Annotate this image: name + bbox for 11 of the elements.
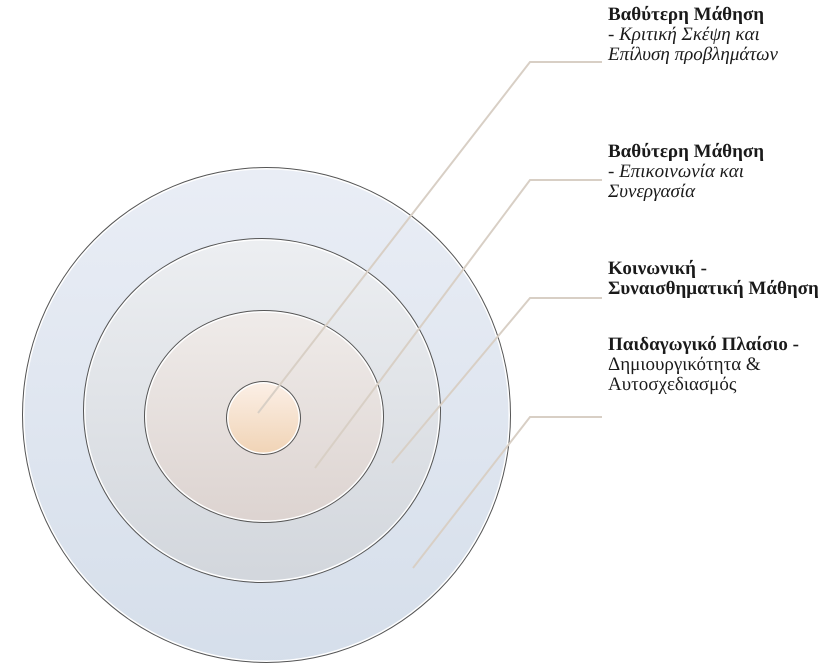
label-heading: Βαθύτερη Μάθηση xyxy=(608,142,766,162)
label-text: Δημιουργικότητα & Αυτοσχεδιασμός xyxy=(608,355,762,395)
leader-line xyxy=(314,179,602,469)
leader-line xyxy=(391,297,602,464)
label-text: - Κριτική Σκέψη και Επίλυση προβλημάτων xyxy=(608,25,779,65)
label-heading: Βαθύτερη Μάθηση xyxy=(608,5,766,25)
leader-line xyxy=(257,61,602,414)
label-heading: Κοινωνική - Συναισθηματική Μάθηση xyxy=(608,259,820,299)
label-text: - Επικοινωνία και Συνεργασία xyxy=(608,162,746,202)
leader-line xyxy=(412,416,602,569)
label-heading: Παιδαγωγικό Πλαίσιο - xyxy=(608,335,800,355)
